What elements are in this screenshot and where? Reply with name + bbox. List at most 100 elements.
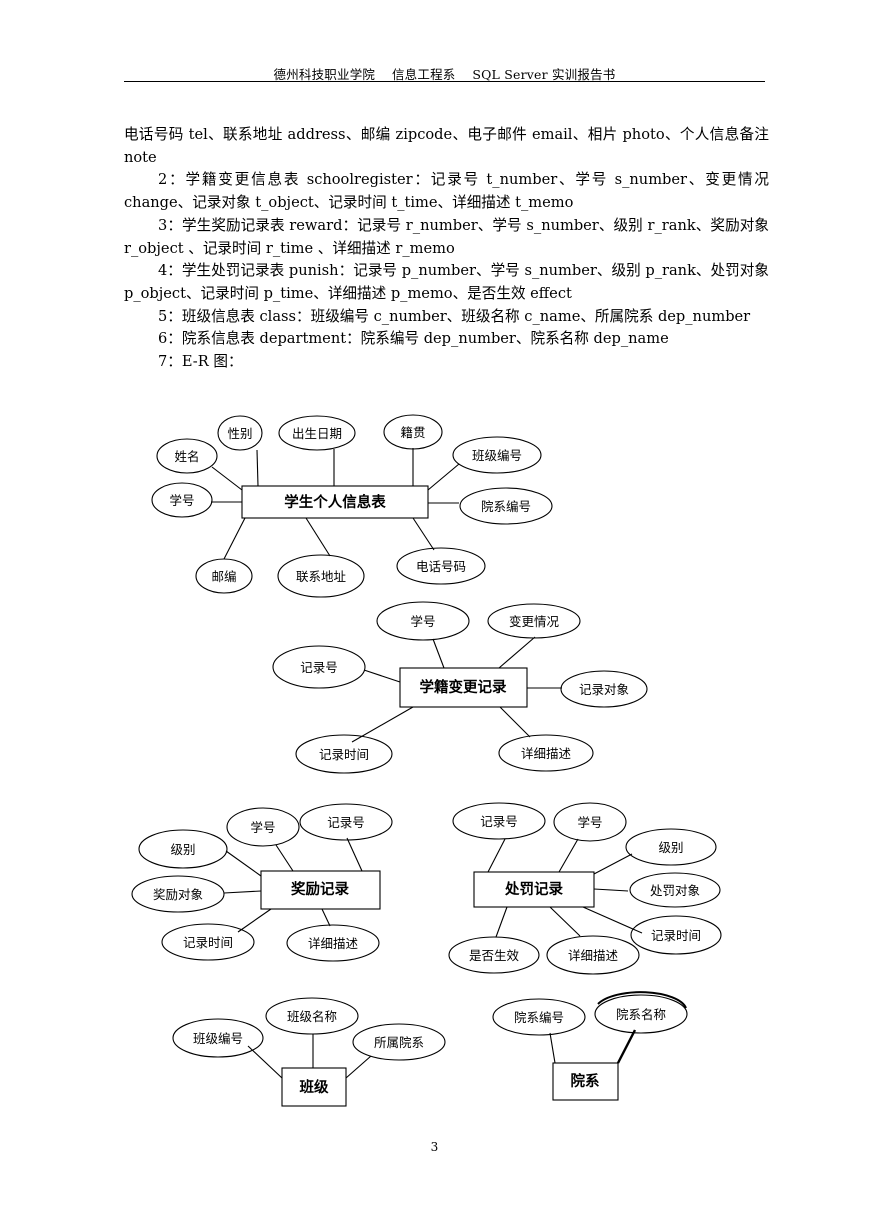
er-line	[412, 517, 435, 551]
er-attr-ellipse	[195, 558, 253, 594]
er-attr-label: 院系名称	[616, 1007, 666, 1022]
er-reward-group	[131, 803, 393, 962]
er-attr-label: 级别	[658, 840, 683, 855]
er-attr-ellipse	[498, 734, 594, 772]
er-entity-box	[281, 1067, 347, 1107]
er-attr-label: 出生日期	[292, 426, 342, 441]
er-attr-label: 详细描述	[568, 948, 619, 963]
er-line	[549, 1032, 556, 1064]
er-line	[225, 850, 262, 877]
paragraph-department: 6：院系信息表 department：院系编号 dep_number、院系名称 …	[158, 330, 669, 348]
er-attr-label: 处罚对象	[650, 883, 700, 898]
er-attr-ellipse	[217, 415, 263, 451]
er-attr-label: 记录时间	[319, 747, 369, 762]
er-punish-group	[448, 802, 722, 975]
page-number: 3	[430, 1140, 439, 1154]
er-attr-ellipse	[396, 547, 486, 585]
page-header: 德州科技职业学院 信息工程系 SQL Server 实训报告书	[273, 67, 616, 82]
er-attr-ellipse	[226, 807, 300, 847]
er-entity-box	[241, 485, 429, 519]
er-attr-label: 记录时间	[651, 928, 701, 943]
er-attr-ellipse	[459, 487, 553, 525]
er-attr-ellipse	[546, 935, 640, 975]
paragraph-schoolregister: 2：学籍变更信息表 schoolregister：记录号 t_number、学号…	[124, 171, 769, 212]
er-attr-label: 班级编号	[193, 1031, 243, 1046]
paragraph-reward: 3：学生奖励记录表 reward：记录号 r_number、学号 s_numbe…	[124, 216, 769, 257]
er-change-group	[272, 601, 648, 774]
er-line	[432, 638, 445, 669]
er-attr-label: 奖励对象	[153, 887, 203, 902]
er-attr-label: 是否生效	[469, 948, 520, 963]
er-entity-change-label: 学籍变更记录	[420, 678, 507, 696]
er-entity-box	[473, 871, 595, 908]
er-attr-label: 性别	[227, 426, 252, 441]
paragraph-class: 5：班级信息表 class：班级编号 c_number、班级名称 c_name、…	[158, 307, 751, 325]
body-text: 电话号码 tel、联系地址 address、邮编 zipcode、电子邮件 em…	[124, 124, 769, 374]
er-line	[211, 466, 243, 491]
er-line	[346, 837, 363, 872]
er-line	[593, 888, 629, 892]
er-attr-ellipse	[448, 936, 540, 974]
er-attr-ellipse	[295, 734, 393, 774]
er-attr-label: 详细描述	[308, 936, 359, 951]
er-attr-ellipse	[299, 803, 393, 841]
er-attr-ellipse	[376, 601, 470, 641]
er-line	[351, 706, 414, 743]
er-attr-label: 记录号	[327, 815, 365, 830]
er-attr-label: 院系编号	[481, 499, 531, 514]
er-attr-label: 姓名	[174, 449, 199, 464]
er-attr-label: 学号	[577, 815, 602, 830]
er-attr-label: 记录对象	[579, 682, 629, 697]
er-entity-box	[260, 870, 381, 910]
er-attr-ellipse	[629, 872, 721, 908]
er-line	[223, 517, 246, 560]
er-attr-label: 学号	[169, 493, 194, 508]
er-line	[363, 669, 401, 683]
er-attr-ellipse	[383, 414, 443, 450]
er-line	[237, 908, 272, 933]
er-line	[247, 1045, 283, 1079]
er-attr-ellipse	[560, 670, 648, 708]
er-attr-label: 学号	[410, 614, 435, 629]
er-entity-reward-label: 奖励记录	[291, 880, 349, 898]
er-entity-box	[552, 1062, 619, 1101]
er-line	[616, 1029, 637, 1064]
er-line	[582, 906, 643, 934]
er-line	[499, 706, 531, 738]
er-attr-ellipse	[272, 645, 366, 689]
er-line	[427, 463, 460, 491]
er-line	[487, 838, 506, 873]
er-class-group	[172, 997, 446, 1107]
er-line	[223, 890, 262, 894]
er-entity-box	[399, 667, 528, 708]
er-line	[558, 838, 579, 873]
er-attr-label: 籍贯	[400, 425, 425, 440]
er-attr-ellipse	[286, 924, 380, 962]
er-attr-ellipse	[625, 828, 717, 866]
er-attr-ellipse	[594, 994, 688, 1034]
paragraph-punish: 4：学生处罚记录表 punish：记录号 p_number、学号 s_numbe…	[124, 262, 769, 302]
er-attr-ellipse	[352, 1023, 446, 1061]
er-attr-ellipse	[151, 482, 213, 518]
er-attr-ellipse	[131, 875, 225, 913]
er-line	[593, 853, 633, 875]
er-student-group	[151, 414, 553, 598]
er-attr-label: 记录号	[480, 814, 518, 829]
er-line	[498, 636, 536, 669]
er-attr-label: 班级编号	[472, 448, 522, 463]
er-attr-label: 班级名称	[287, 1009, 337, 1024]
er-attr-label: 变更情况	[509, 614, 560, 629]
er-attr-ellipse	[630, 915, 722, 955]
er-attr-ellipse	[492, 998, 586, 1036]
er-line	[345, 1055, 372, 1079]
er-attr-label: 级别	[170, 842, 195, 857]
er-attr-label: 学号	[250, 820, 275, 835]
er-attr-ellipse	[265, 997, 359, 1035]
er-entity-dept-label: 院系	[571, 1072, 600, 1090]
er-attr-ellipse	[553, 802, 627, 842]
er-line	[495, 906, 508, 938]
paragraph-er-heading: 7：E-R 图：	[158, 353, 243, 371]
er-attr-label: 记录时间	[183, 935, 233, 950]
er-attr-ellipse	[452, 802, 546, 840]
